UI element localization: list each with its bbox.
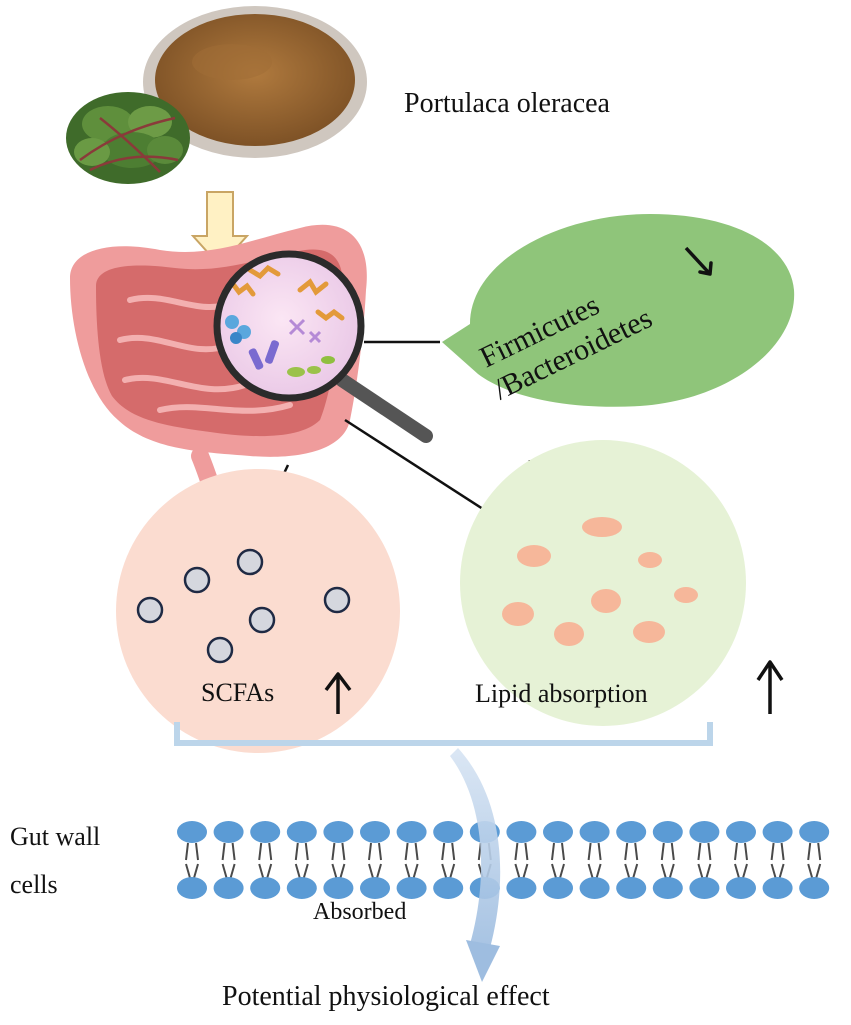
phospholipid-unit xyxy=(286,821,317,899)
purslane-plant xyxy=(66,92,190,184)
scfa-panel: SCFAs xyxy=(116,469,400,753)
phospholipid-unit xyxy=(250,821,281,899)
phospholipid-unit xyxy=(762,821,793,899)
phospholipid-unit xyxy=(726,821,756,899)
phospholipid-unit xyxy=(177,821,207,899)
down-arrow-icon xyxy=(684,246,713,276)
phospholipid-unit xyxy=(543,821,573,899)
phospholipid-unit xyxy=(616,821,647,899)
phospholipid-unit xyxy=(799,821,830,899)
absorbed-label: Absorbed xyxy=(313,899,406,925)
scfa-label: SCFAs xyxy=(201,678,274,707)
phospholipid-unit xyxy=(323,821,354,899)
lipid-panel: Lipid absorption xyxy=(460,440,784,726)
powder-bowl xyxy=(143,6,367,158)
phospholipid-unit xyxy=(689,821,720,899)
gut-wall-label-line1: Gut wall xyxy=(10,822,100,851)
phospholipid-unit xyxy=(652,821,683,899)
combining-bracket xyxy=(174,722,713,746)
up-arrow-icon xyxy=(324,672,352,714)
scfa-molecules xyxy=(136,548,351,664)
magnifier xyxy=(213,250,433,443)
phospholipid-unit xyxy=(396,821,427,899)
source-label: Portulaca oleracea xyxy=(404,88,611,119)
lipid-label: Lipid absorption xyxy=(475,679,648,708)
lipid-droplets xyxy=(502,517,698,646)
gut-wall-label-line2: cells xyxy=(10,870,58,899)
effect-label: Potential physiological effect xyxy=(222,981,550,1012)
phospholipid-unit xyxy=(579,821,610,899)
phospholipid-unit xyxy=(213,821,244,899)
gut-wall-membrane xyxy=(177,821,830,899)
up-arrow-icon xyxy=(756,660,784,714)
bacteria-ratio-bubble: Firmicutes /Bacteroidetes xyxy=(442,214,795,407)
phospholipid-unit xyxy=(360,821,390,899)
phospholipid-unit xyxy=(433,821,464,899)
flow-arrow-icon xyxy=(450,748,501,982)
phospholipid-unit xyxy=(506,821,537,899)
